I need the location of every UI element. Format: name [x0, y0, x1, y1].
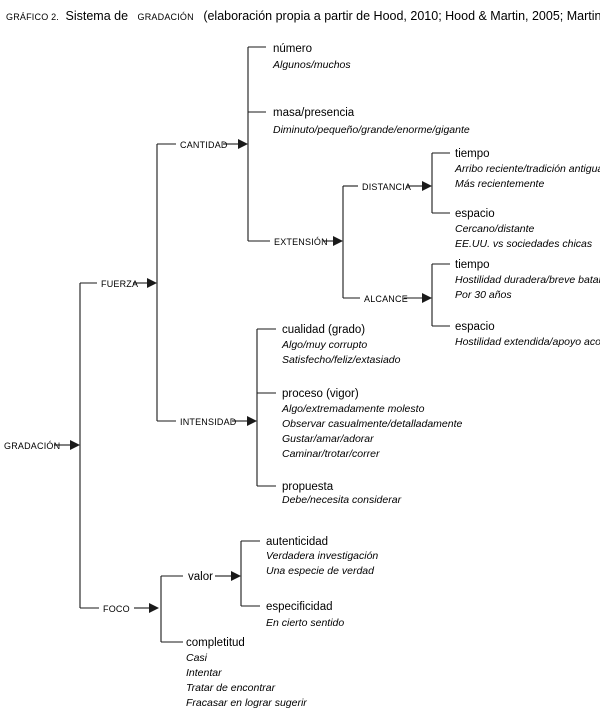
leaf-label: número — [273, 43, 312, 55]
leaf-example: Hostilidad extendida/apoyo acotado — [455, 336, 600, 348]
node-fuerza: FUERZA — [101, 279, 138, 289]
leaf-especificidad: especificidad En cierto sentido — [266, 601, 344, 629]
distancia-arrowhead — [422, 181, 432, 191]
leaf-example: Una especie de verdad — [266, 565, 375, 577]
leaf-example: Intentar — [186, 667, 222, 679]
leaf-example: Arribo reciente/tradición antigua — [454, 163, 600, 175]
leaf-label: espacio — [455, 321, 495, 333]
figure-title: GRÁFICO 2. Sistema de GRADACIÓN (elabora… — [6, 9, 600, 23]
leaf-completitud: completitud Casi Intentar Tratar de enco… — [186, 637, 307, 709]
leaf-distancia-espacio: espacio Cercano/distante EE.UU. vs socie… — [455, 208, 593, 250]
leaf-propuesta: propuesta Debe/necesita considerar — [282, 481, 402, 506]
leaf-label: completitud — [186, 637, 245, 649]
figure-label: GRÁFICO 2. — [6, 12, 59, 22]
node-alcance: ALCANCE — [364, 294, 408, 304]
leaf-example: EE.UU. vs sociedades chicas — [455, 238, 593, 250]
cantidad-arrowhead — [238, 139, 248, 149]
leaf-label: espacio — [455, 208, 495, 220]
leaf-label: tiempo — [455, 259, 490, 271]
leaf-example: Diminuto/pequeño/grande/enorme/gigante — [273, 124, 470, 136]
leaf-example: Algo/muy corrupto — [281, 339, 367, 351]
valor-arrowhead — [231, 571, 241, 581]
leaf-alcance-espacio: espacio Hostilidad extendida/apoyo acota… — [455, 321, 600, 348]
leaf-example: Algo/extremadamente molesto — [281, 403, 425, 415]
node-cantidad: CANTIDAD — [180, 140, 228, 150]
leaf-example: Caminar/trotar/correr — [282, 448, 380, 460]
leaf-label: cualidad (grado) — [282, 324, 365, 336]
figure-source: (elaboración propia a partir de Hood, 20… — [203, 9, 600, 23]
connectors — [54, 46, 450, 643]
leaf-example: Más recientemente — [455, 178, 544, 190]
leaf-example: Tratar de encontrar — [186, 682, 276, 694]
leaf-distancia-tiempo: tiempo Arribo reciente/tradición antigua… — [454, 148, 600, 190]
leaf-label: propuesta — [282, 481, 334, 493]
leaf-label: proceso (vigor) — [282, 388, 359, 400]
leaf-label: tiempo — [455, 148, 490, 160]
leaf-numero: número Algunos/muchos — [272, 43, 351, 71]
leaf-example: Por 30 años — [455, 289, 512, 301]
leaf-example: Algunos/muchos — [272, 59, 351, 71]
leaf-example: Cercano/distante — [455, 223, 535, 235]
leaf-cualidad: cualidad (grado) Algo/muy corrupto Satis… — [281, 324, 401, 366]
node-valor: valor — [188, 571, 213, 583]
leaf-example: Verdadera investigación — [266, 550, 378, 562]
fuerza-arrowhead — [147, 278, 157, 288]
leaf-example: Fracasar en lograr sugerir — [186, 697, 307, 709]
leaf-proceso: proceso (vigor) Algo/extremadamente mole… — [281, 388, 463, 460]
intensidad-arrowhead — [247, 416, 257, 426]
leaf-example: Satisfecho/feliz/extasiado — [282, 354, 401, 366]
system-nodes: GRADACIÓN FUERZA FOCO CANTIDAD INTENSIDA… — [4, 140, 411, 614]
leaf-example: Casi — [186, 652, 208, 664]
leaf-example: Hostilidad duradera/breve batalla — [455, 274, 600, 286]
node-gradacion: GRADACIÓN — [4, 441, 60, 451]
leaf-example: Observar casualmente/detalladamente — [282, 418, 463, 430]
figure-title-text: Sistema de — [66, 9, 129, 23]
foco-arrowhead — [149, 603, 159, 613]
leaf-example: Debe/necesita considerar — [282, 494, 402, 506]
leaf-example: Gustar/amar/adorar — [282, 433, 374, 445]
leaf-masa-presencia: masa/presencia Diminuto/pequeño/grande/e… — [273, 107, 470, 136]
leaf-alcance-tiempo: tiempo Hostilidad duradera/breve batalla… — [455, 259, 600, 301]
alcance-arrowhead — [422, 293, 432, 303]
leaf-label: masa/presencia — [273, 107, 355, 119]
node-extension: EXTENSIÓN — [274, 237, 328, 247]
leaf-autenticidad: autenticidad Verdadera investigación Una… — [266, 536, 378, 577]
node-intensidad: INTENSIDAD — [180, 417, 237, 427]
leaf-label: especificidad — [266, 601, 332, 613]
node-distancia: DISTANCIA — [362, 182, 411, 192]
node-foco: FOCO — [103, 604, 130, 614]
leaf-label: autenticidad — [266, 536, 328, 548]
figure-title-term: GRADACIÓN — [138, 12, 194, 22]
leaf-example: En cierto sentido — [266, 617, 344, 629]
extension-arrowhead — [333, 236, 343, 246]
root-arrowhead — [70, 440, 80, 450]
